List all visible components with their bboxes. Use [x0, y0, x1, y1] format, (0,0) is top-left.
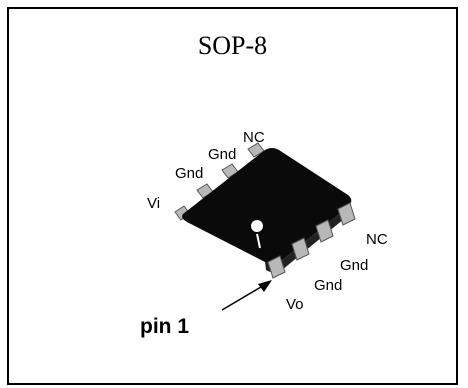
pin-vo [267, 255, 286, 279]
pin1-dot [251, 220, 263, 232]
label-vi: Vi [147, 195, 160, 212]
pin1-arrow [221, 280, 272, 311]
package-body [182, 148, 352, 273]
pin-nc-bottom [337, 202, 356, 226]
pin-gnd-bottom2 [315, 219, 334, 243]
pin-gnd-bottom1 [291, 237, 310, 261]
label-gnd-bottom2: Gnd [340, 257, 368, 274]
package-title: SOP-8 [197, 31, 268, 60]
bottom-pins [267, 202, 356, 279]
label-nc-bottom: NC [366, 231, 388, 248]
label-gnd-top2: Gnd [208, 146, 236, 163]
label-gnd-bottom1: Gnd [314, 277, 342, 294]
label-gnd-top1: Gnd [175, 165, 203, 182]
label-nc-top: NC [243, 129, 265, 146]
label-vo: Vo [286, 296, 304, 313]
label-pin1: pin 1 [140, 315, 189, 338]
